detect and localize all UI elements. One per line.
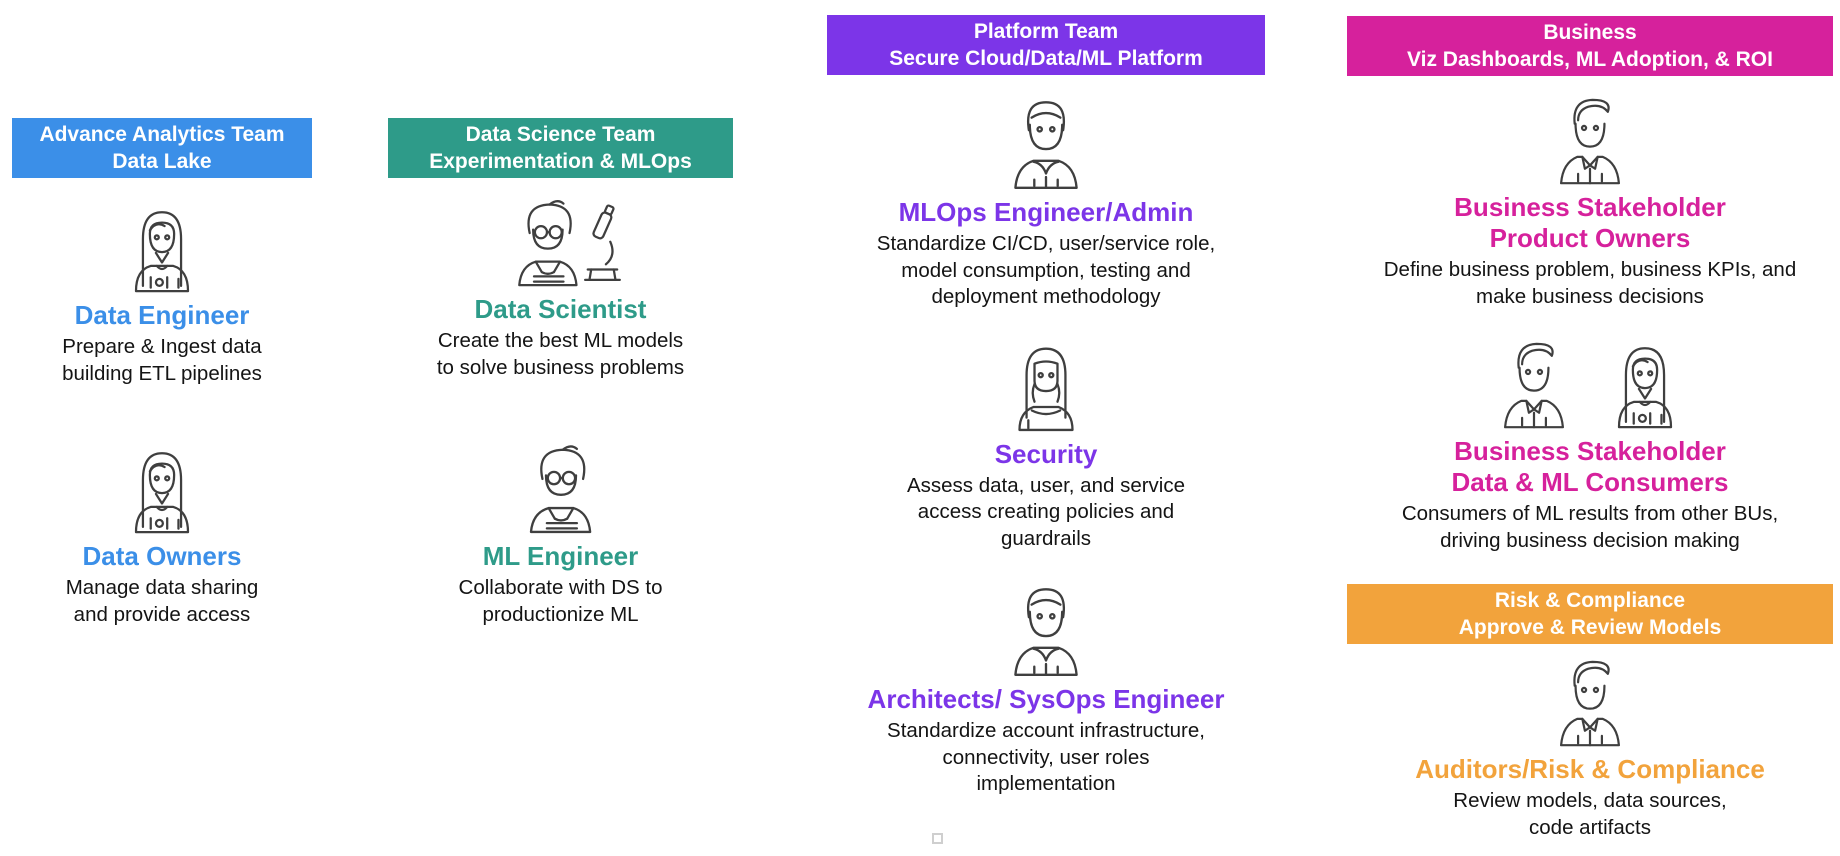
role-desc: Create the best ML models to solve busin… [436,329,685,379]
role-data-engineer: Data Engineer Prepare & Ingest data buil… [62,194,262,387]
team-header-risk-compliance: Risk & Compliance Approve & Review Model… [1347,584,1833,644]
woman-person-icon [134,452,190,534]
role-title: ML Engineer [482,541,639,571]
role-desc: Consumers of ML results from other BUs, … [1401,502,1779,552]
role-business-stakeholder-data-ml-consumers: Business Stakeholder Data & ML Consumers… [1402,330,1778,554]
role-desc: Assess data, user, and service access cr… [906,473,1186,550]
woman-person-icon [1617,347,1673,429]
role-mlops-engineer-admin: MLOps Engineer/Admin Standardize CI/CD, … [877,87,1215,311]
stray-square-artifact [932,833,943,844]
man-person-icon [1014,588,1078,676]
woman-person-icon [134,211,190,293]
team-header-line2: Approve & Review Models [1458,616,1722,639]
role-data-scientist: Data Scientist Create the best ML models… [437,188,684,381]
role-title: Data Owners [82,541,242,571]
role-security: Security Assess data, user, and service … [907,331,1185,553]
role-title: Business Stakeholder Product Owners [1454,192,1726,253]
role-title: Security [994,438,1098,469]
role-title: Auditors/Risk & Compliance [1415,754,1765,784]
team-header-line1: Data Science Team [465,123,656,146]
businessman-person-icon [1559,660,1621,747]
team-header-line1: Business [1543,21,1637,44]
column-advance-analytics: Advance Analytics Team Data Lake Data En… [12,0,312,628]
role-auditors-risk-compliance: Auditors/Risk & Compliance Review models… [1415,650,1765,841]
team-header-line2: Data Lake [112,150,212,173]
glasses-person-icon [529,445,591,534]
role-data-owners: Data Owners Manage data sharing and prov… [65,435,259,628]
team-header-line2: Viz Dashboards, ML Adoption, & ROI [1407,48,1773,71]
role-title: Data Scientist [474,294,647,324]
team-header-line1: Risk & Compliance [1494,589,1686,612]
team-header-line1: Advance Analytics Team [39,123,285,146]
role-desc: Collaborate with DS to productionize ML [458,576,663,626]
role-title: Architects/ SysOps Engineer [867,684,1225,714]
team-header-data-science: Data Science Team Experimentation & MLOp… [388,118,733,178]
role-title: Business Stakeholder Data & ML Consumers [1451,436,1729,497]
role-business-stakeholder-product-owners: Business Stakeholder Product Owners Defi… [1383,88,1797,310]
man-person-icon [1014,101,1078,189]
role-desc: Define business problem, business KPIs, … [1383,258,1797,308]
column-platform: Platform Team Secure Cloud/Data/ML Platf… [827,0,1265,798]
team-header-business: Business Viz Dashboards, ML Adoption, & … [1347,16,1833,76]
role-ml-engineer: ML Engineer Collaborate with DS to produ… [458,433,663,628]
role-architects-sysops-engineer: Architects/ SysOps Engineer Standardize … [867,574,1225,798]
role-desc: Standardize account infrastructure, conn… [887,719,1205,795]
businessman-person-icon [1503,342,1564,429]
team-header-line2: Secure Cloud/Data/ML Platform [889,47,1203,70]
role-desc: Review models, data sources, code artifa… [1453,789,1727,839]
role-desc: Manage data sharing and provide access [65,576,259,626]
team-header-platform: Platform Team Secure Cloud/Data/ML Platf… [827,15,1265,75]
column-business: Business Viz Dashboards, ML Adoption, & … [1347,0,1833,841]
column-data-science: Data Science Team Experimentation & MLOp… [388,0,733,628]
team-header-advance-analytics: Advance Analytics Team Data Lake [12,118,312,178]
consumers-pair-icon [1483,330,1697,434]
team-header-line1: Platform Team [973,20,1119,43]
role-title: MLOps Engineer/Admin [898,197,1194,227]
role-desc: Prepare & Ingest data building ETL pipel… [62,335,262,385]
businessman-person-icon [1559,98,1620,185]
role-title: Data Engineer [74,300,250,330]
hijab-person-icon [1018,347,1074,431]
role-desc: Standardize CI/CD, user/service role, mo… [876,232,1216,308]
team-header-line2: Experimentation & MLOps [429,150,692,173]
scientist-microscope-person-icon [518,200,622,287]
